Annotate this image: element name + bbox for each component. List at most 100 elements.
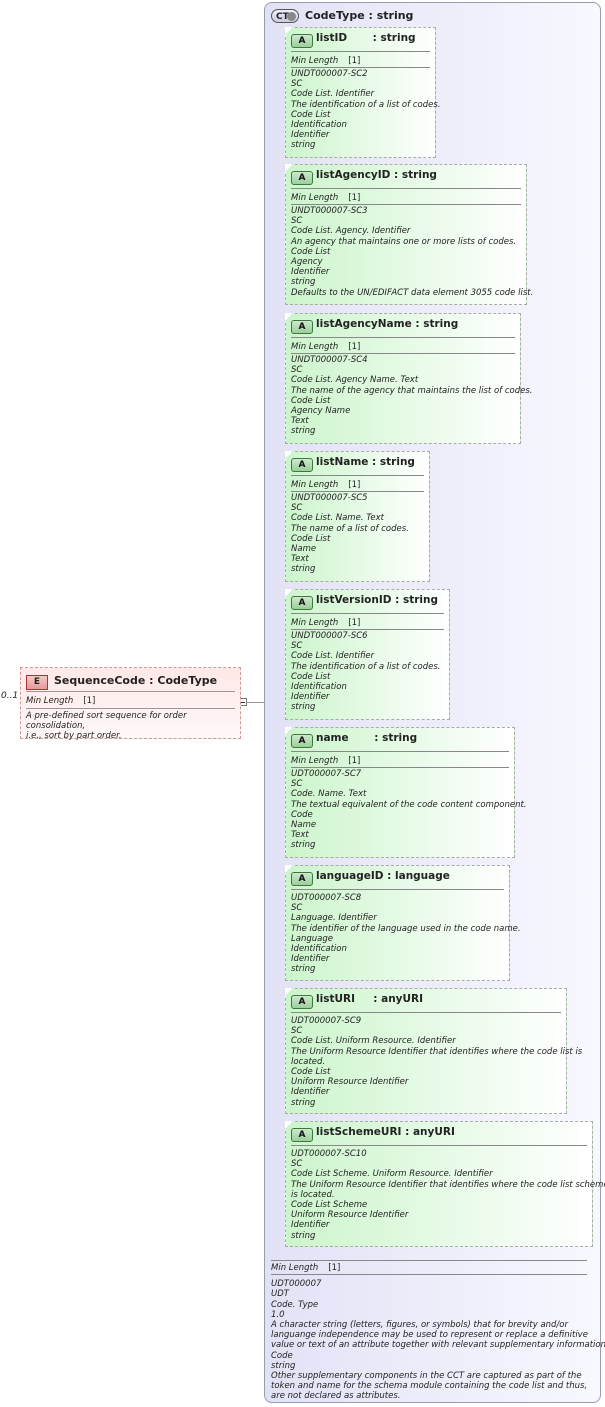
documentation-line: string — [291, 702, 316, 713]
documentation-line: SC — [291, 779, 303, 790]
attribute-badge: A — [291, 995, 313, 1009]
element-title: SequenceCode : CodeType — [54, 674, 218, 687]
documentation-line: string — [291, 426, 316, 437]
divider — [291, 1012, 561, 1013]
divider — [291, 475, 424, 476]
documentation-line: UNDT000007-SC6 — [291, 631, 368, 641]
documentation-line: Code. Name. Text — [291, 789, 367, 800]
attribute-heading: listVersionID : string — [316, 594, 439, 606]
attribute-heading: listAgencyID : string — [316, 169, 437, 181]
corner-cut — [285, 313, 293, 321]
documentation-line: Code List. Identifier — [291, 89, 375, 100]
complex-type-footer: Min Length[1] UDT000007 UDT Code. Type 1… — [271, 1260, 605, 1402]
footer-min-length: Min Length[1] — [271, 1263, 341, 1273]
attribute-min-length: Min Length[1] — [291, 618, 361, 628]
element-badge: E — [26, 675, 48, 690]
documentation-line: Code List. Uniform Resource. Identifier — [291, 1036, 456, 1047]
documentation-line: Code List — [291, 1067, 331, 1078]
documentation-line: string — [291, 140, 316, 151]
corner-cut — [285, 27, 293, 35]
divider — [291, 204, 521, 205]
attribute-heading: listID : string — [316, 32, 416, 44]
documentation-line: SC — [291, 1159, 303, 1170]
attribute-min-length: Min Length[1] — [291, 56, 361, 66]
documentation-line: string — [291, 1230, 316, 1241]
documentation-line: SC — [291, 641, 303, 652]
documentation-line: Language — [291, 933, 333, 944]
documentation-line: Agency Name — [291, 406, 351, 417]
divider — [291, 889, 504, 890]
corner-cut — [285, 164, 293, 172]
documentation-line: located. — [291, 1056, 326, 1067]
documentation-line: UNDT000007-SC2 — [291, 69, 368, 79]
documentation-line: Defaults to the UN/EDIFACT data element … — [291, 287, 534, 298]
documentation-line: string — [291, 840, 316, 851]
documentation-line: string — [291, 1097, 316, 1108]
documentation-line: Text — [291, 416, 309, 427]
documentation-line: The identifier of the language used in t… — [291, 923, 521, 934]
documentation-line: string — [291, 277, 316, 288]
divider — [291, 51, 430, 52]
divider — [291, 751, 509, 752]
divider — [291, 67, 430, 68]
divider — [26, 708, 235, 709]
divider — [291, 188, 521, 189]
documentation-line: UDT000007-SC9 — [291, 1016, 362, 1026]
divider — [291, 353, 515, 354]
documentation-line: Code List — [291, 109, 331, 120]
documentation-line: Identifier — [291, 1087, 330, 1098]
attribute-min-length: Min Length[1] — [291, 756, 361, 766]
element-box[interactable]: E SequenceCode : CodeType Min Length[1] … — [20, 667, 241, 742]
attribute-min-length: Min Length[1] — [291, 342, 361, 352]
divider — [291, 613, 444, 614]
documentation-line: An agency that maintains one or more lis… — [291, 236, 517, 247]
documentation-line: Identification — [291, 682, 347, 693]
documentation-line: Identifier — [291, 692, 330, 703]
attribute-heading: listSchemeURI : anyURI — [316, 1126, 455, 1138]
documentation-line: Language. Identifier — [291, 913, 377, 924]
documentation-line: Code List — [291, 671, 331, 682]
connector-element-to-type — [241, 702, 275, 703]
documentation-line: string — [291, 964, 316, 975]
documentation-line: Identifier — [291, 130, 330, 141]
documentation-line: Code List — [291, 533, 331, 544]
documentation-line: SC — [291, 503, 303, 514]
documentation-line: The Uniform Resource Identifier that ide… — [291, 1179, 605, 1190]
divider — [271, 1274, 587, 1276]
documentation-line: Code List. Agency Name. Text — [291, 375, 419, 386]
attribute-badge: A — [291, 34, 313, 48]
divider — [271, 1260, 587, 1261]
occurrence-label: 0..1 — [1, 691, 19, 701]
attribute-heading: languageID : language — [316, 870, 450, 882]
documentation-line: The identification of a list of codes. — [291, 99, 441, 110]
documentation-line: Code — [291, 809, 313, 820]
documentation-line: Code List. Identifier — [291, 651, 375, 662]
documentation-line: Name — [291, 820, 317, 831]
documentation-line: UNDT000007-SC5 — [291, 493, 368, 503]
documentation-line: string — [291, 564, 316, 575]
complex-type-title: CodeType : string — [305, 9, 414, 22]
documentation-line: Agency — [291, 257, 323, 268]
documentation-line: Identification — [291, 120, 347, 131]
corner-cut — [285, 988, 293, 996]
element-documentation: A pre-defined sort sequence for order co… — [26, 711, 187, 742]
attribute-heading: listName : string — [316, 456, 415, 468]
documentation-line: Text — [291, 554, 309, 565]
documentation-line: Identifier — [291, 267, 330, 278]
